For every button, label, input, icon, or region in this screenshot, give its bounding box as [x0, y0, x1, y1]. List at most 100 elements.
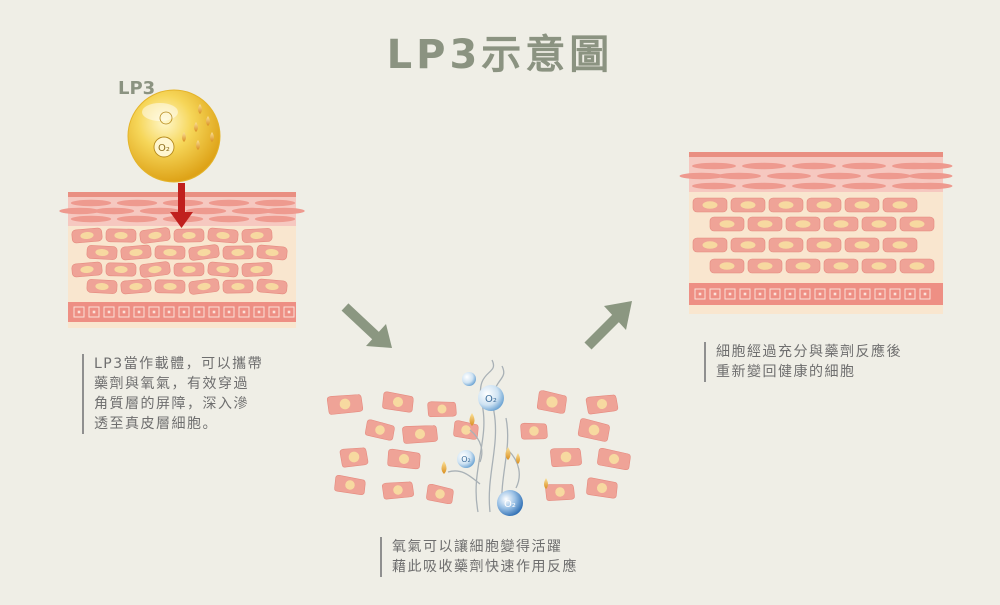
cell — [861, 258, 897, 274]
cell — [844, 197, 880, 213]
basal-dot — [863, 292, 867, 296]
active-cell — [585, 394, 619, 415]
cell-nucleus — [892, 241, 908, 249]
corneum-cell — [70, 215, 112, 223]
cell-nucleus — [778, 241, 794, 249]
corneum-cell — [717, 172, 761, 180]
corneum-cell — [742, 182, 786, 190]
active-cell-nucleus — [435, 489, 445, 499]
oxygen-bubbles: O₂ O₂ O₂ — [457, 372, 523, 516]
corneum-cell — [692, 182, 736, 190]
basal-cell — [829, 288, 841, 300]
caption-step1-line: LP3當作載體，可以攜帶 — [94, 356, 264, 372]
cell-nucleus — [816, 201, 832, 209]
cell — [785, 216, 821, 232]
cell — [768, 197, 804, 213]
basal-dot — [92, 310, 96, 314]
cell — [120, 278, 152, 295]
cell — [747, 216, 783, 232]
active-cell — [387, 448, 421, 470]
corneum-cell — [185, 207, 227, 215]
active-cell-nucleus — [608, 453, 620, 465]
basal-cell — [193, 306, 205, 318]
basal-cell — [103, 306, 115, 318]
cell-nucleus — [265, 248, 279, 257]
basal-cell — [784, 288, 796, 300]
basal-dot — [803, 292, 807, 296]
corneum-cell — [231, 207, 273, 215]
basal-cell — [739, 288, 751, 300]
cell-nucleus — [719, 220, 735, 228]
corneum-cell — [842, 162, 886, 170]
caption-step3-line: 細胞經過充分與藥劑反應後 — [716, 344, 902, 360]
cell-nucleus — [182, 265, 196, 274]
arrow-step2-to-step3 — [584, 301, 632, 350]
capsule-label: LP3 — [118, 78, 155, 99]
basal-dot — [242, 310, 246, 314]
corneum-cell — [59, 207, 100, 215]
active-cell — [536, 390, 567, 414]
active-cell-nucleus — [348, 451, 360, 463]
active-cell — [577, 418, 610, 442]
basal-cell — [223, 306, 235, 318]
basal-dot — [137, 310, 141, 314]
corneum-cell — [254, 215, 296, 223]
active-cell-nucleus — [437, 404, 447, 414]
bubble-oxygen-label-2: O₂ — [461, 455, 471, 464]
cell-nucleus — [216, 265, 230, 274]
bubble-oxygen-label-3: O₂ — [504, 499, 516, 510]
cell — [173, 262, 205, 277]
cell-nucleus — [231, 282, 245, 291]
cell — [86, 245, 118, 260]
caption-step2: 氧氣可以讓細胞變得活躍 藉此吸收藥劑快速作用反應 — [380, 537, 578, 577]
cell-nucleus — [719, 262, 735, 270]
cell — [709, 216, 745, 232]
active-cell — [382, 391, 414, 413]
cell-nucleus — [265, 282, 279, 291]
basal-dot — [788, 292, 792, 296]
cell-nucleus — [197, 248, 211, 257]
active-cell-nucleus — [375, 425, 385, 435]
cell — [222, 245, 254, 260]
cell-nucleus — [795, 220, 811, 228]
corneum-cell — [792, 182, 836, 190]
cell-nucleus — [80, 231, 94, 240]
basal-dot — [773, 292, 777, 296]
cell — [105, 262, 137, 277]
active-cell — [597, 448, 631, 470]
cell-nucleus — [740, 241, 756, 249]
basal-dot — [893, 292, 897, 296]
basal-dot — [713, 292, 717, 296]
active-cell — [427, 401, 457, 418]
basal-cell — [919, 288, 931, 300]
cell-nucleus — [854, 201, 870, 209]
active-cell-nucleus — [461, 425, 471, 435]
basal-cell — [844, 288, 856, 300]
basal-dot — [878, 292, 882, 296]
basal-cell — [88, 306, 100, 318]
active-cell — [339, 447, 369, 468]
basal-cell — [238, 306, 250, 318]
cell — [692, 197, 728, 213]
cell — [823, 216, 859, 232]
cell — [806, 197, 842, 213]
caption-step3-line: 重新變回健康的細胞 — [716, 364, 856, 380]
basal-dot — [197, 310, 201, 314]
bubble-oxygen-label: O₂ — [485, 394, 497, 405]
basal-cell — [133, 306, 145, 318]
cell — [241, 262, 273, 277]
active-cell-nucleus — [560, 451, 572, 463]
active-cells — [326, 390, 631, 505]
basal-dot — [212, 310, 216, 314]
active-cell-nucleus — [588, 424, 600, 436]
cell-nucleus — [795, 262, 811, 270]
cell-nucleus — [163, 282, 177, 291]
cell — [173, 228, 205, 243]
injection-arrow — [170, 183, 193, 228]
active-cell — [365, 419, 395, 441]
basal-cell — [814, 288, 826, 300]
basal-cell — [118, 306, 130, 318]
cell-nucleus — [702, 201, 718, 209]
cell — [120, 244, 152, 261]
capsule-oxygen-label: O₂ — [158, 143, 170, 154]
